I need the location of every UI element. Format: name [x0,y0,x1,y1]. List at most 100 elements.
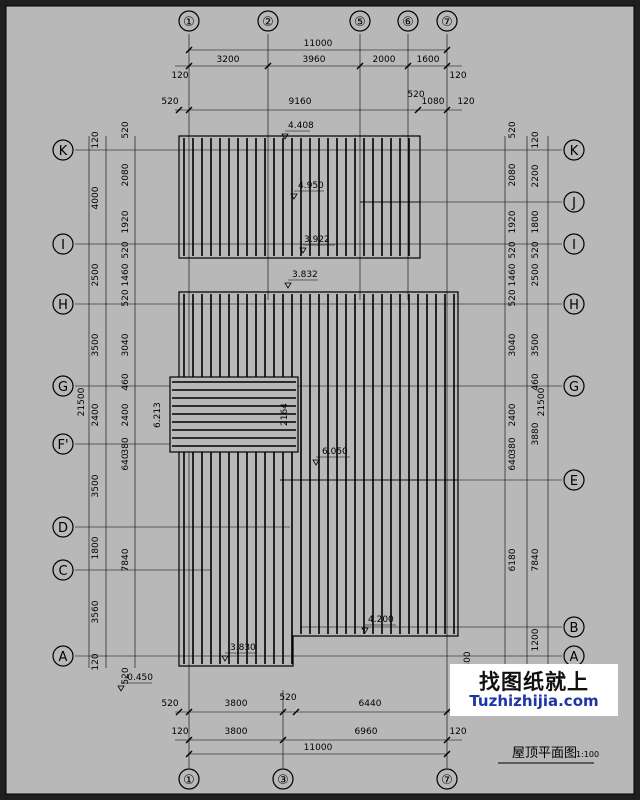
dim-top-seg: 1600 [417,55,440,65]
axis-label: ⑦ [441,15,453,30]
axis-bubble: E [563,469,585,491]
left-axis-bubbles: K I H G F' D C A [52,139,74,667]
right-dimension-texts: 520 2080 1920 520 1460 520 3040 2400 380… [463,121,547,668]
axis-label: F' [57,438,68,453]
axis-label: D [58,521,68,536]
axis-label: A [59,650,68,665]
dim-upper-block: 9160 [289,97,312,107]
axis-label: ⑤ [354,15,366,30]
dim-left-inner: 380 [121,437,131,454]
dim-bottom-mid: 520 [279,693,296,703]
elevation-mark: 4.200 [361,615,396,634]
dim-left-outer: 120 [91,653,101,670]
watermark-cn: 找图纸就上 [479,670,589,694]
dim-top-seg: 3960 [303,55,326,65]
axis-bubble: ③ [272,768,294,790]
elevation-mark: 6.213 [153,402,163,428]
roof-upper-block [178,135,421,259]
axis-bubble: B [563,616,585,638]
dim-bottom-seg: 3800 [225,699,248,709]
axis-label: H [58,298,68,313]
dim-left-outer: 2400 [91,403,101,426]
axis-bubble: H [563,293,585,315]
bottom-dimension-texts: 520 3800 520 6440 120 3800 6960 120 1100… [161,693,466,753]
axis-bubble: I [52,233,74,255]
dim-right-inner: 6180 [508,548,518,571]
axis-label: ③ [277,773,289,788]
dim-top-edge-right: 120 [449,71,466,81]
axis-bubble: ⑦ [436,768,458,790]
dim-right-inner: 1920 [508,210,518,233]
drawing-title: 屋顶平面图 [512,746,577,761]
axis-label: J [571,196,576,211]
axis-bubble: K [52,139,74,161]
dim-bottom-row2-left: 120 [171,727,188,737]
dim-left-outer: 3560 [91,600,101,623]
dim-right-outer: 2500 [531,263,541,286]
ridge-lines [280,201,458,481]
dim-left-inner: 520 [121,667,131,684]
dim-bottom-row2: 3800 [225,727,248,737]
dim-right-outer: 2200 [531,164,541,187]
dim-right-total: 21500 [537,387,547,416]
svg-text:6.213: 6.213 [153,402,163,428]
drawing-title-block: 屋顶平面图 1:100 [498,746,599,764]
dim-overall-bottom: 11000 [304,743,333,753]
elevation-mark: 2164 [280,403,290,426]
svg-text:-0.450: -0.450 [124,673,153,683]
dim-top-seg: 2000 [373,55,396,65]
right-axis-bubbles: K J I H G E BA [563,139,585,667]
axis-label: A [570,650,579,665]
dim-left-outer: 1800 [91,536,101,559]
axis-label: I [61,238,65,253]
dim-bottom-row2-right: 120 [449,727,466,737]
dim-right-inner: 2400 [508,403,518,426]
axis-label: ② [262,15,274,30]
axis-label: H [569,298,579,313]
svg-text:6.050: 6.050 [322,447,348,457]
axis-bubble: A [563,645,585,667]
axis-label: ⑦ [441,773,453,788]
top-axis-bubbles: ① ② ⑤ ⑥ ⑦ [178,10,458,32]
dim-left-outer: 2500 [91,263,101,286]
dim-right-inner: 520 [508,121,518,138]
svg-text:2164: 2164 [280,403,290,426]
dim-right-overhang: 520 [407,90,424,100]
dim-left-outer: 3500 [91,333,101,356]
dim-right-gap: 1080 [422,97,445,107]
dim-right-inner: 1460 [508,263,518,286]
top-dimension-texts: 11000 3200 3960 2000 1600 120 120 9160 5… [161,39,474,107]
dim-right-outer: 520 [531,241,541,258]
dim-right-inner: 2080 [508,163,518,186]
axis-label: G [58,380,68,395]
axis-bubble: K [563,139,585,161]
dim-right-outer: 3880 [531,422,541,445]
axis-bubble: G [563,375,585,397]
elevation-mark: 3.830 [221,643,256,662]
dim-left-inner: 1460 [121,263,131,286]
axis-bubble: C [52,559,74,581]
axis-bubble: H [52,293,74,315]
drawing-scale: 1:100 [576,750,599,759]
axis-label: E [570,474,578,489]
axis-label: C [58,564,67,579]
axis-label: B [570,621,579,636]
dim-right-inner: 380 [508,437,518,454]
left-dimension-texts: 120 4000 2500 3500 2400 3500 1800 3560 1… [77,121,131,684]
axis-bubble: ① [178,10,200,32]
axis-bubble: D [52,516,74,538]
axis-label: ⑥ [402,15,414,30]
dim-left-inner: 460 [121,373,131,390]
svg-text:4.950: 4.950 [298,181,324,191]
dim-right-edge: 120 [457,97,474,107]
watermark-url: Tuzhizhijia.com [469,692,599,710]
axis-bubble: ⑦ [436,10,458,32]
axis-label: I [572,238,576,253]
dim-bottom-row2: 6960 [355,727,378,737]
dim-left-inner: 520 [121,289,131,306]
svg-text:3.922: 3.922 [304,235,330,245]
dim-top-seg: 3200 [217,55,240,65]
